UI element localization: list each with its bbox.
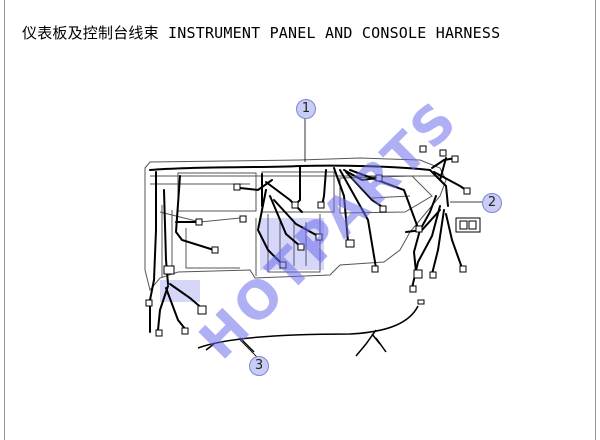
panel-highlight <box>160 218 324 302</box>
callout-2: 2 <box>482 193 502 213</box>
callout-3: 3 <box>249 356 269 376</box>
harness-connectors <box>145 145 481 337</box>
callout-leaders <box>239 118 482 359</box>
instrument-panel-outline <box>144 157 447 292</box>
frame-border-left <box>4 0 5 440</box>
page-title: 仪表板及控制台线束 INSTRUMENT PANEL AND CONSOLE H… <box>22 24 501 42</box>
callout-1: 1 <box>296 99 316 119</box>
console-harness <box>197 305 419 357</box>
frame-border-right <box>595 0 596 440</box>
